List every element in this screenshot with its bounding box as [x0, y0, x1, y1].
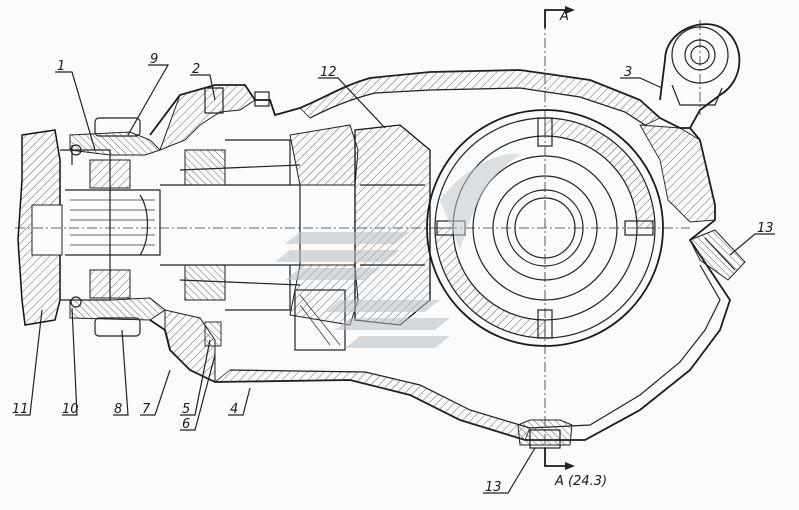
callout-8: 8	[114, 402, 122, 417]
section-label-bottom: A (24.3)	[554, 474, 607, 489]
callout-3: 3	[624, 65, 632, 80]
callout-5: 5	[182, 402, 190, 417]
bearing-cap	[69, 117, 166, 337]
callout-labels: 1 9 2 12 3 13 13 11 10 8 7 5 6 4	[12, 52, 774, 495]
callout-13-side: 13	[757, 221, 774, 236]
section-marker: A A (24.3)	[544, 6, 607, 489]
callout-4: 4	[230, 402, 238, 417]
input-flange	[17, 129, 161, 326]
watermark-logo	[275, 153, 520, 348]
callout-10: 10	[62, 402, 79, 417]
callout-6: 6	[182, 417, 190, 432]
callout-7: 7	[142, 402, 151, 417]
callout-2: 2	[192, 62, 200, 77]
bevel-gear	[354, 124, 431, 326]
drain-plug-bottom	[517, 419, 573, 449]
ring-gear	[15, 20, 690, 470]
callout-12: 12	[320, 65, 337, 80]
callout-9: 9	[150, 52, 158, 67]
callout-1: 1	[57, 59, 65, 74]
housing	[164, 69, 731, 441]
leader-lines	[15, 64, 775, 494]
bearing-carrier	[149, 84, 301, 383]
callout-13-bottom: 13	[485, 480, 502, 495]
section-letter-top: A	[559, 9, 569, 24]
lifting-eye	[659, 20, 741, 129]
drain-plug-side	[689, 229, 746, 281]
callout-11: 11	[12, 402, 29, 417]
